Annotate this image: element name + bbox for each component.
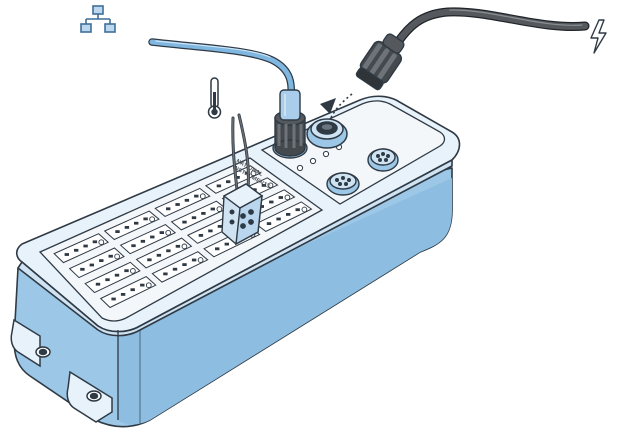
terminal-indicator (250, 170, 257, 177)
thermocouple-wires (231, 113, 250, 192)
connector-panel (260, 100, 446, 205)
terminal-screw (124, 226, 130, 229)
terminal-indicator (165, 229, 172, 236)
terminal-screw (131, 244, 136, 248)
terminal-screw (278, 196, 283, 199)
terminal-screw (147, 258, 152, 262)
terminal-screw (99, 259, 104, 262)
insert-arrow (320, 93, 353, 121)
terminal-screw (114, 273, 120, 277)
terminal-screw (163, 272, 168, 276)
terminal-screw (235, 176, 240, 179)
aux-connector-2 (326, 172, 360, 196)
terminal-screw (259, 205, 264, 208)
terminal-screw (175, 244, 181, 248)
terminal-screw (105, 278, 110, 282)
terminal-screw (198, 234, 204, 237)
terminal-screw (140, 239, 146, 243)
terminal-screw (74, 248, 79, 252)
terminal-screw (182, 263, 187, 266)
mounting-flange-left (10, 318, 51, 368)
terminal-screw (210, 207, 215, 211)
terminal-indicator (181, 243, 188, 250)
terminal-indicator (199, 193, 206, 200)
terminal-screw (124, 269, 129, 273)
terminal-screw (295, 208, 300, 212)
terminal-screw (182, 220, 187, 224)
terminal-screw (286, 213, 291, 216)
terminal-screw (216, 184, 222, 188)
terminal-indicator (149, 216, 155, 223)
terminal-indicator (301, 206, 308, 213)
terminal-screw (172, 267, 178, 271)
terminal-screw (266, 222, 272, 225)
aux-connector-1 (367, 148, 399, 172)
status-led (309, 157, 317, 165)
status-led (322, 150, 330, 158)
terminal-screw (64, 253, 69, 256)
terminal-screw (191, 258, 197, 262)
terminal-screw (226, 180, 231, 184)
terminal-screw (80, 267, 85, 271)
terminal-screw (159, 231, 164, 234)
status-led (296, 164, 304, 172)
thermometer-icon (207, 77, 222, 119)
thermocouple-plug (221, 183, 264, 246)
terminal-screw (108, 254, 113, 258)
terminal-screw (269, 200, 274, 204)
terminal-indicator (267, 182, 274, 189)
mounting-flange-right (66, 370, 113, 423)
terminal-screw (224, 242, 229, 246)
terminal-screw (111, 297, 116, 301)
terminal-screw (150, 235, 155, 239)
terminal-screw (140, 283, 145, 287)
terminal-screw (92, 240, 98, 244)
terminal-indicator (98, 239, 105, 246)
terminal-screw (83, 244, 88, 248)
terminal-screw (215, 247, 220, 251)
terminal-screw (261, 184, 267, 187)
lightning-icon (590, 19, 607, 54)
terminal-screw (276, 217, 281, 221)
terminal-indicator (197, 257, 204, 263)
terminal-screw (130, 288, 135, 292)
terminal-screw (115, 230, 120, 233)
terminal-indicator (216, 206, 223, 212)
terminal-screw (143, 217, 148, 221)
terminal-screw (184, 198, 190, 202)
terminal-screw (89, 263, 94, 267)
terminal-indicator (145, 282, 152, 289)
terminal-indicator (130, 268, 136, 274)
terminal-screw (194, 194, 199, 198)
terminal-indicator (114, 253, 120, 260)
terminal-indicator (284, 194, 291, 201)
power-plug (355, 33, 405, 91)
terminal-screw (217, 225, 223, 228)
terminal-screw (120, 293, 126, 296)
terminal-screw (208, 229, 213, 233)
network-icon (80, 5, 116, 33)
terminal-screw (134, 221, 139, 225)
terminal-screw (156, 253, 162, 257)
terminal-screw (166, 249, 171, 253)
power-socket (306, 118, 348, 149)
status-leds (296, 143, 343, 172)
terminal-screw (201, 212, 206, 215)
terminal-screw (95, 282, 101, 286)
terminal-screw (175, 203, 180, 206)
terminal-screw (191, 216, 197, 220)
terminal-screw (166, 207, 171, 211)
ethernet-connector (272, 89, 308, 159)
